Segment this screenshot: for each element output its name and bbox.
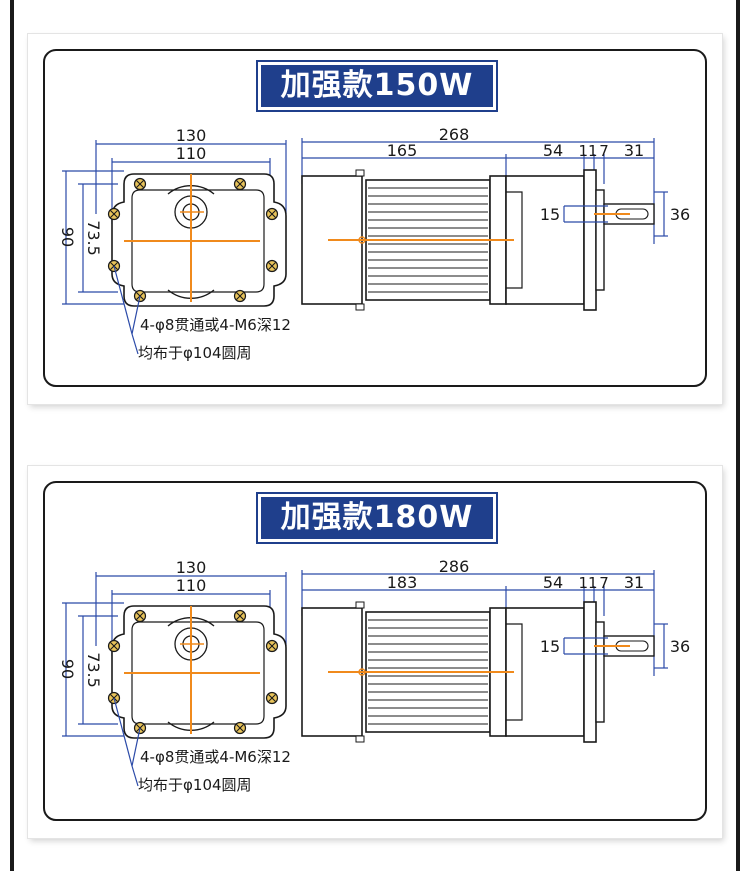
- panel-border: [43, 49, 707, 387]
- mounting-flange: [583, 169, 597, 311]
- end-cap-tab: [355, 601, 365, 609]
- mounting-hole: [107, 207, 121, 221]
- dimension-label-key-width: 15: [540, 637, 560, 656]
- mounting-hole: [133, 177, 147, 191]
- mounting-hole-cross: [268, 642, 276, 650]
- mounting-hole-cross: [136, 612, 144, 620]
- cooling-fins: [368, 187, 488, 293]
- mounting-hole-cross: [110, 642, 118, 650]
- gearbox-housing: [505, 175, 585, 305]
- cooling-fins: [368, 619, 488, 725]
- dimension-label-gearbox-length: 54: [543, 141, 563, 160]
- panel-border: [43, 481, 707, 821]
- flange-inner-outline: [131, 621, 265, 725]
- dimension-label-flange-b: 7: [599, 574, 609, 592]
- mounting-hole: [233, 609, 247, 623]
- dimension-label-width-outer: 130: [176, 558, 207, 577]
- dimension-label-height-inner: 73.5: [84, 220, 103, 256]
- mounting-hole-cross: [236, 292, 244, 300]
- mounting-hole: [233, 721, 247, 735]
- gearbox-step: [506, 191, 523, 289]
- mounting-hole-cross: [236, 724, 244, 732]
- mounting-hole-cross: [110, 210, 118, 218]
- center-mark: [358, 236, 366, 244]
- mounting-hole-cross: [268, 210, 276, 218]
- mounting-hole-cross: [236, 180, 244, 188]
- mounting-hole: [265, 259, 279, 273]
- dimension-label-shaft-length: 31: [624, 573, 644, 592]
- frame-line-right: [736, 0, 740, 871]
- dimension-label-height-outer: 90: [58, 227, 77, 247]
- dimension-label-body-length: 183: [387, 573, 418, 592]
- dimension-label-width-inner: 110: [176, 144, 207, 163]
- leader-line: [131, 765, 139, 787]
- leader-line: [131, 295, 141, 335]
- dimension-label-flange-a: 11: [578, 574, 597, 592]
- dimension-label-width-inner: 110: [176, 576, 207, 595]
- dimension-label-flange-a: 11: [578, 142, 597, 160]
- leader-line: [131, 333, 139, 355]
- mounting-hole: [233, 177, 247, 191]
- mounting-hole: [133, 609, 147, 623]
- dimension-label-height-inner: 73.5: [84, 652, 103, 688]
- flange-boss: [595, 189, 605, 291]
- mounting-hole-cross: [268, 694, 276, 702]
- mounting-hole: [265, 691, 279, 705]
- flange-inner-outline: [131, 189, 265, 293]
- mounting-hole: [265, 639, 279, 653]
- mounting-hole: [107, 639, 121, 653]
- leader-line: [113, 697, 133, 767]
- end-cap-tab: [355, 735, 365, 743]
- dimension-label-total-length: 268: [439, 125, 470, 144]
- note-mounting-holes: 4-φ8贯通或4-M6深12: [140, 316, 291, 334]
- note-pitch-circle: 均布于φ104圆周: [138, 344, 252, 362]
- dimension-label-gearbox-length: 54: [543, 573, 563, 592]
- end-cap-tab: [355, 303, 365, 311]
- gearbox-housing: [505, 607, 585, 737]
- dimension-label-shaft-length: 31: [624, 141, 644, 160]
- dimension-label-key-width: 15: [540, 205, 560, 224]
- note-mounting-holes: 4-φ8贯通或4-M6深12: [140, 748, 291, 766]
- dimension-label-body-length: 165: [387, 141, 418, 160]
- mounting-hole: [265, 207, 279, 221]
- mounting-hole: [233, 289, 247, 303]
- mounting-hole-cross: [268, 262, 276, 270]
- dimension-label-flange-b: 7: [599, 142, 609, 160]
- panel-title: 加强款150W: [258, 62, 496, 110]
- end-cap-tab: [355, 169, 365, 177]
- dimension-label-shaft-height: 36: [670, 205, 690, 224]
- mounting-hole-cross: [236, 612, 244, 620]
- leader-line: [113, 265, 133, 335]
- leader-line: [131, 727, 141, 767]
- gearbox-step: [506, 623, 523, 721]
- dimension-label-total-length: 286: [439, 557, 470, 576]
- note-pitch-circle: 均布于φ104圆周: [138, 776, 252, 794]
- mounting-flange: [583, 601, 597, 743]
- dimension-label-shaft-height: 36: [670, 637, 690, 656]
- mounting-hole-cross: [136, 180, 144, 188]
- dimension-label-height-outer: 90: [58, 659, 77, 679]
- frame-line-left: [10, 0, 14, 871]
- center-mark: [358, 668, 366, 676]
- flange-boss: [595, 621, 605, 723]
- panel-title: 加强款180W: [258, 494, 496, 542]
- dimension-label-width-outer: 130: [176, 126, 207, 145]
